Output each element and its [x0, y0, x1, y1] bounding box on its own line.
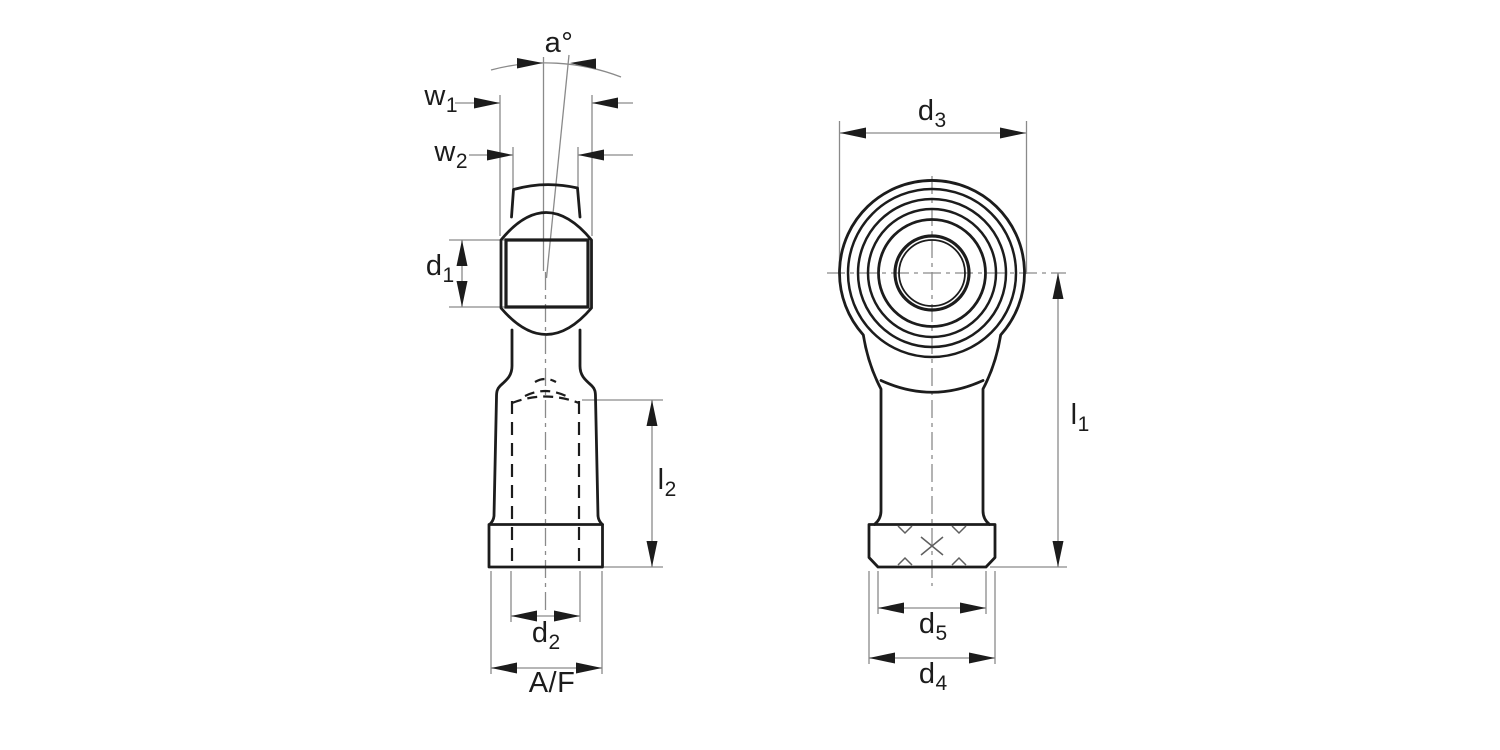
- side-ball-window: [504, 238, 590, 309]
- arrow-d2-right: [554, 610, 580, 622]
- label-d3-main: d: [917, 95, 935, 127]
- arrow-w2-left: [487, 149, 513, 161]
- arrow-af-right: [576, 662, 602, 674]
- label-d3-sub: 3: [934, 109, 947, 132]
- front-view-outline: [838, 179, 1026, 569]
- label-l1-sub: 1: [1077, 413, 1090, 436]
- dimension-arrows: [456, 58, 1064, 674]
- arrow-d4-right: [969, 652, 995, 664]
- label-d4-sub: 4: [935, 672, 948, 695]
- label-d2: d2: [531, 617, 561, 654]
- hex-chamfer-mark-bottom-left: [897, 556, 913, 566]
- label-l2: l2: [657, 464, 677, 501]
- label-af-main: A/F: [528, 667, 576, 699]
- label-w1-main: w: [424, 80, 446, 112]
- arrow-w1-right: [592, 97, 618, 109]
- side-hex-block: [487, 523, 604, 569]
- label-d2-main: d: [531, 617, 549, 649]
- front-ring-race-outer: [856, 197, 1008, 349]
- arrow-l2-down: [646, 541, 658, 567]
- arrow-d1-up: [456, 240, 468, 266]
- label-d4-main: d: [918, 658, 936, 690]
- arrow-d3-left: [840, 127, 866, 139]
- hex-chamfer-mark-top-right: [951, 525, 967, 535]
- arrow-d1-down: [456, 281, 468, 307]
- label-d3: d3: [917, 95, 947, 132]
- arrow-d4-left: [869, 652, 895, 664]
- arrow-w2-right: [578, 149, 604, 161]
- hex-cross-mark: [920, 536, 944, 556]
- front-head-outline: [838, 179, 1026, 526]
- arrow-d3-right: [1000, 127, 1026, 139]
- dimension-lines: [449, 54, 1067, 674]
- label-l2-sub: 2: [664, 478, 677, 501]
- label-w2-main: w: [434, 136, 456, 168]
- arrow-d5-left: [878, 602, 904, 614]
- arrow-d2-left: [511, 610, 537, 622]
- label-w1-sub: 1: [445, 94, 458, 117]
- front-ring-outer: [846, 187, 1018, 359]
- arrow-l1-up: [1052, 273, 1064, 299]
- side-neck-left: [488, 328, 514, 526]
- label-d4: d4: [918, 658, 948, 695]
- front-ring-race-inner: [866, 207, 998, 339]
- label-w1: w1: [424, 80, 458, 117]
- front-ball-circle: [877, 218, 987, 328]
- arrow-d5-right: [960, 602, 986, 614]
- angle-arc: [490, 62, 622, 78]
- label-d2-sub: 2: [548, 631, 561, 654]
- arrow-angle-left: [517, 58, 543, 69]
- thread-arc-small: [534, 377, 557, 383]
- thread-arc-mid: [524, 389, 567, 397]
- front-bore-outer: [893, 234, 971, 312]
- label-d1-sub: 1: [442, 264, 455, 287]
- label-w2: w2: [434, 136, 468, 173]
- label-angle-main: a°: [544, 27, 574, 59]
- angle-tilt-line: [545, 54, 570, 279]
- arrow-angle-right: [570, 58, 596, 69]
- arrow-af-left: [491, 662, 517, 674]
- side-housing-outline: [499, 211, 593, 336]
- label-l1: l1: [1070, 399, 1090, 436]
- label-d5-main: d: [918, 608, 936, 640]
- label-d1: d1: [425, 250, 455, 287]
- label-l1-main: l: [1070, 399, 1078, 431]
- label-d1-main: d: [425, 250, 443, 282]
- thread-arc-wide: [511, 395, 580, 405]
- front-hex-block: [867, 523, 997, 569]
- hex-chamfer-mark-top-left: [897, 525, 913, 535]
- arrow-l1-down: [1052, 541, 1064, 567]
- arrow-w1-left: [474, 97, 500, 109]
- label-d5: d5: [918, 608, 948, 645]
- side-view-outline: [487, 183, 604, 569]
- label-w2-sub: 2: [455, 150, 468, 173]
- arrow-l2-up: [646, 400, 658, 426]
- label-angle: a°: [545, 29, 574, 63]
- label-af: A/F: [529, 669, 576, 703]
- side-neck-right: [578, 328, 604, 526]
- front-bore-chamfer: [898, 239, 966, 307]
- side-cap-outline: [510, 183, 582, 219]
- hex-chamfer-mark-bottom-right: [951, 556, 967, 566]
- label-l2-main: l: [657, 464, 665, 496]
- label-d5-sub: 5: [935, 622, 948, 645]
- front-shoulder-arc: [879, 379, 985, 394]
